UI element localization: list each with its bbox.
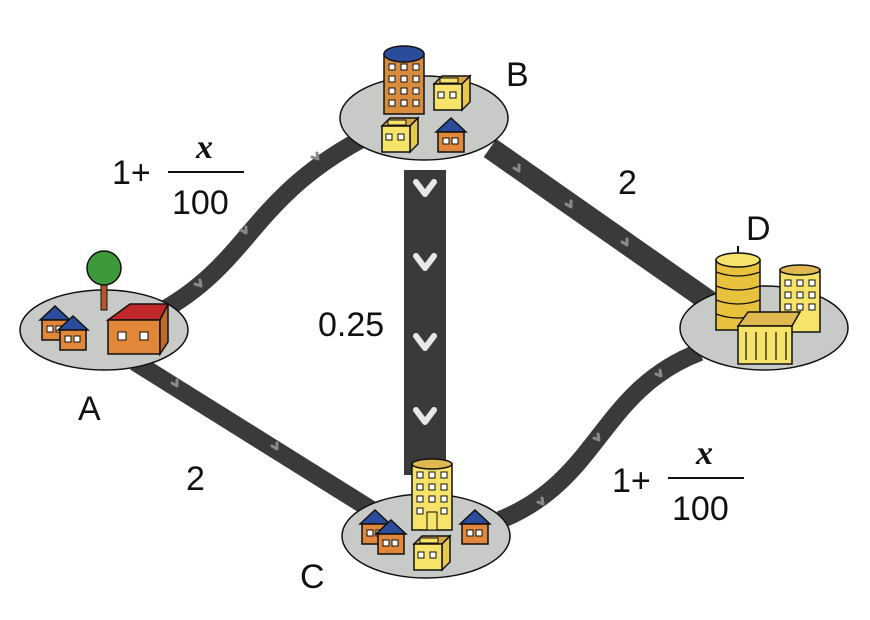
chevron-marker [654, 368, 663, 378]
tower-icon [383, 45, 425, 115]
chevron-marker [413, 407, 437, 425]
edge-cost-b-c: 0.25 [318, 306, 384, 344]
chevron-marker [193, 278, 203, 288]
house-icon [105, 303, 170, 357]
building-icon [413, 535, 451, 571]
building-icon [433, 75, 471, 111]
cost-numerator: x [695, 435, 713, 472]
chevron-marker [310, 151, 320, 161]
edge-cost-a-b: 1+ x 100 [112, 129, 244, 222]
chevron-marker [413, 179, 437, 197]
chevron-marker [239, 225, 248, 235]
building-icon [381, 117, 419, 153]
road-a-c [130, 354, 380, 520]
chevron-marker [620, 237, 629, 247]
chevron-marker [592, 432, 601, 442]
road-a-b [155, 132, 365, 320]
road-c-d [496, 343, 704, 529]
cost-numerator: x [195, 129, 213, 166]
edge-cost-c-d: 1+ x 100 [612, 435, 744, 528]
node-a [19, 250, 189, 371]
chevron-marker [170, 378, 179, 388]
node-b [339, 45, 509, 161]
node-label-c: C [300, 558, 325, 596]
node-d [679, 246, 849, 371]
node-label-b: B [506, 56, 529, 94]
edge-cost-a-c: 2 [186, 460, 205, 498]
bank-building-icon [736, 311, 802, 365]
road-b-d [483, 138, 717, 312]
cost-constant: 1+ [112, 154, 151, 192]
tree-icon [86, 250, 122, 311]
node-c [341, 458, 511, 579]
chevron-marker [413, 333, 437, 351]
cost-denominator: 100 [672, 490, 729, 528]
chevron-marker [270, 441, 279, 451]
cost-constant: 1+ [612, 462, 651, 500]
chevron-marker [413, 253, 437, 271]
tower-icon [411, 458, 453, 531]
node-label-d: D [746, 210, 771, 248]
road-direction-markers [170, 151, 663, 506]
edge-cost-b-d: 2 [618, 164, 637, 202]
cost-denominator: 100 [172, 184, 229, 222]
chevron-marker [536, 496, 545, 506]
road-b-c [404, 170, 446, 475]
roads [130, 132, 717, 529]
chevron-marker [564, 199, 573, 209]
chevron-marker [512, 163, 521, 173]
node-label-a: A [78, 390, 101, 428]
